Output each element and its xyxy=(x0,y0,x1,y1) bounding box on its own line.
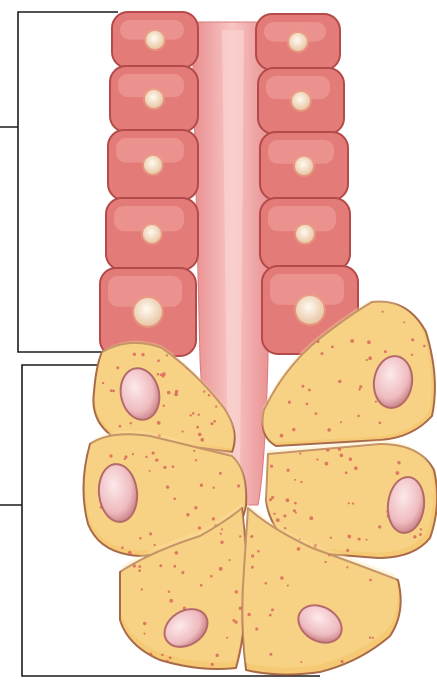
right-duct-cell xyxy=(256,14,340,70)
duct-nucleus xyxy=(144,156,162,174)
duct-nucleus xyxy=(296,296,324,324)
duct-nucleus xyxy=(296,225,314,243)
right-duct-cell xyxy=(260,198,350,270)
left-duct-cell xyxy=(108,130,198,200)
left-duct-cell xyxy=(106,198,198,270)
duct-nucleus xyxy=(145,90,163,108)
duct-nucleus xyxy=(146,31,164,49)
left-duct-cell xyxy=(112,12,198,68)
right-duct-cell xyxy=(260,132,348,200)
left-duct-cell xyxy=(110,66,198,132)
duct-nucleus xyxy=(134,298,162,326)
duct-nucleus xyxy=(289,33,307,51)
duct-nucleus xyxy=(292,92,310,110)
duct-nucleus xyxy=(295,157,313,175)
right-duct-cell xyxy=(258,68,344,134)
duct-nucleus xyxy=(143,225,161,243)
